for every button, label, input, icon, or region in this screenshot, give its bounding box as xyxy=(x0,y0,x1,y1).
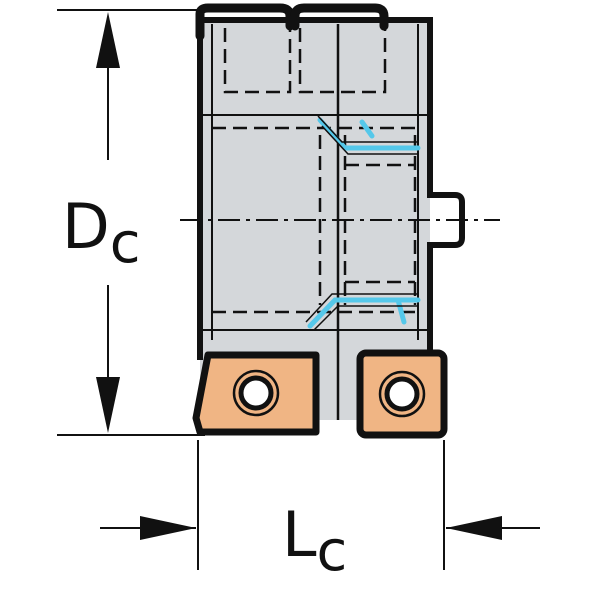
coolant-channel-lower xyxy=(307,297,421,329)
coolant-channels xyxy=(307,117,421,329)
dimension-dc: Dc xyxy=(57,9,205,436)
insert-hole-icon xyxy=(378,370,426,418)
arrow-up-icon xyxy=(96,12,120,68)
dc-label-sub: c xyxy=(110,211,141,276)
dc-label: Dc xyxy=(62,190,141,276)
hidden-pocket-left xyxy=(223,28,292,94)
lc-label-sub: c xyxy=(317,519,348,584)
body-outline xyxy=(197,17,465,360)
arrow-down-icon xyxy=(96,377,120,433)
hidden-pocket-right xyxy=(298,28,387,94)
lc-label: Lc xyxy=(282,498,347,584)
coolant-branch-upper xyxy=(359,119,375,139)
coolant-edges xyxy=(305,115,418,331)
dc-label-main: D xyxy=(62,190,110,263)
insert-hole-icon xyxy=(232,369,280,417)
coolant-branch-lower xyxy=(395,297,407,325)
top-pocket-left xyxy=(195,3,295,41)
lc-label-main: L xyxy=(282,498,317,571)
insert-left xyxy=(192,351,320,436)
insert-screw-icon xyxy=(238,375,274,411)
top-pocket-right xyxy=(290,3,389,31)
insert-right xyxy=(356,349,448,439)
arrow-left-icon xyxy=(446,516,502,540)
dimension-lc: Lc xyxy=(100,440,540,584)
insert-screw-icon xyxy=(384,376,420,412)
coolant-channel-upper xyxy=(317,117,421,151)
arrow-right-icon xyxy=(140,516,196,540)
